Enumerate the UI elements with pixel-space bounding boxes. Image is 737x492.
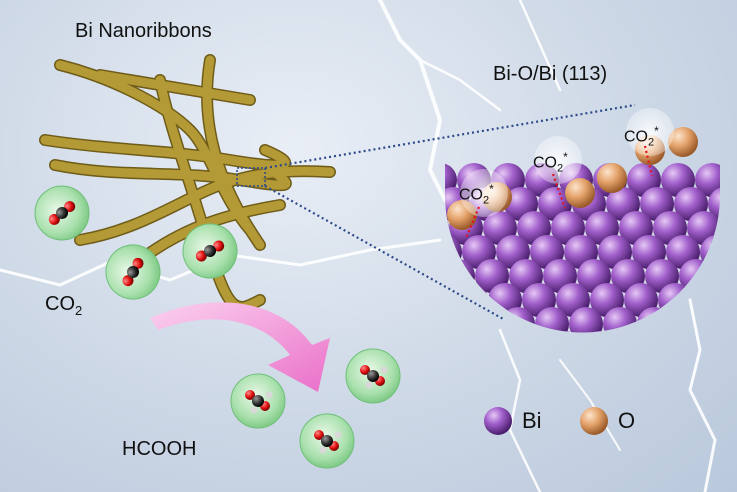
bi-atom: [726, 283, 737, 317]
bi-atom: [637, 307, 671, 333]
bi-atom: [616, 331, 650, 333]
bi-atom: [729, 163, 737, 197]
hcooh-bubble: [299, 413, 355, 469]
adsorbate-label-3: CO2*: [624, 124, 659, 149]
title-bi-nanoribbons: Bi Nanoribbons: [75, 20, 212, 42]
reaction-arrow: [150, 302, 330, 392]
bi-atom: [700, 235, 720, 269]
co2-bubble: [182, 223, 238, 279]
bi-atom: [650, 331, 684, 333]
adsorbate-label-1: CO2*: [459, 182, 494, 207]
o-atom: [597, 163, 627, 193]
bi-atom: [548, 331, 582, 333]
bi-atom: [603, 307, 637, 333]
adsorbed-co2-sites: [460, 108, 674, 239]
bi-atom: [480, 331, 514, 333]
surface-label: Bi-O/Bi (113): [493, 63, 608, 85]
bi-atom: [721, 211, 737, 245]
lightning-bolts: [0, 0, 715, 492]
bi-atom: [445, 307, 467, 333]
bi-atom: [708, 187, 720, 221]
bi-atom: [718, 331, 720, 333]
bi-atom: [658, 283, 692, 317]
bi-atom: [535, 307, 569, 333]
nanoribbons: [39, 54, 336, 314]
bi-atom: [569, 307, 603, 333]
bi-atom: [445, 331, 446, 333]
bi-atom: [582, 331, 616, 333]
bi-atom: [695, 163, 720, 197]
legend-o-atom: [580, 407, 608, 435]
o-atom: [565, 178, 595, 208]
reactant-label: CO2: [45, 293, 83, 318]
bi-atom: [445, 259, 475, 293]
hcooh-bubble: [345, 348, 401, 404]
bi-atom: [399, 307, 433, 341]
bi-atom: [671, 307, 705, 333]
bi-atom: [446, 331, 480, 333]
co2-bubble: [34, 185, 90, 241]
bi-atom: [705, 307, 720, 333]
bi-atom: [514, 331, 548, 333]
legend-o-label: O: [618, 408, 636, 433]
hcooh-molecule-bubbles: [230, 348, 401, 469]
adsorbate-label-2: CO2*: [533, 150, 568, 175]
legend-bi-atom: [484, 407, 512, 435]
bi-atom: [679, 259, 713, 293]
zoom-line-bottom: [264, 185, 506, 321]
bi-atom: [692, 283, 720, 317]
co2-molecule-bubbles: [34, 185, 238, 300]
legend-bi-label: Bi: [522, 408, 542, 433]
bi-atom: [713, 259, 720, 293]
hcooh-bubble: [230, 373, 286, 429]
bi-atom: [407, 259, 441, 293]
product-label: HCOOH: [122, 438, 197, 460]
bi-atom: [501, 307, 535, 333]
bi-atom: [467, 307, 501, 333]
o-atom: [668, 127, 698, 157]
co2-bubble: [105, 244, 161, 300]
zoom-box: [236, 167, 266, 187]
